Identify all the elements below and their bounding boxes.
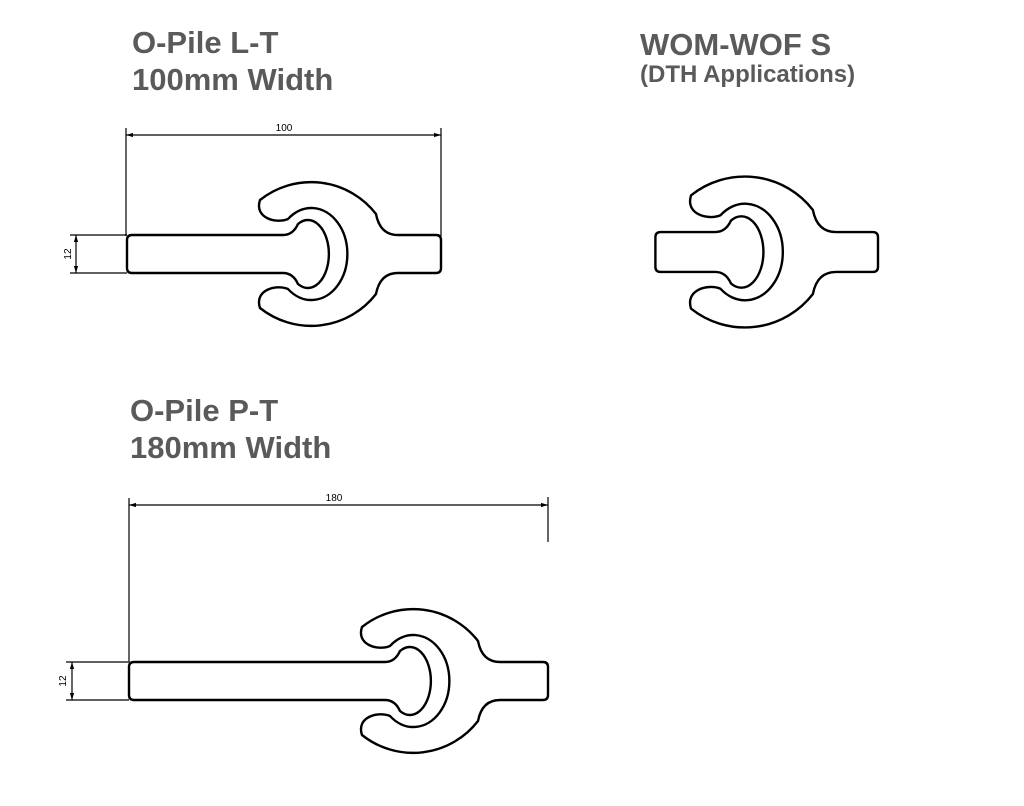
dimension-width-100 (125, 128, 442, 236)
dimension-label: 12 (63, 248, 74, 260)
dimension-label: 100 (276, 123, 293, 134)
profile-width-label: 100mm Width (132, 62, 334, 98)
socket-c-outline (361, 609, 548, 753)
bar-bulb-outline (655, 216, 763, 287)
profile-width-label: 180mm Width (130, 430, 332, 466)
profile-name: O-Pile P-T (130, 393, 279, 428)
profile-shape-wom (655, 177, 878, 328)
profile-title-wom: WOM-WOF S (DTH Applications) (640, 26, 855, 90)
dimension-label: 12 (58, 675, 69, 687)
profile-shape-olt (127, 182, 441, 326)
profile-title-olt: O-Pile L-T 100mm Width (132, 24, 333, 98)
profile-name: WOM-WOF S (640, 27, 832, 62)
profile-application-label: (DTH Applications) (640, 61, 856, 89)
bar-bulb-outline (127, 220, 329, 288)
bar-bulb-outline (129, 647, 431, 715)
profile-title-opt: O-Pile P-T 180mm Width (130, 392, 331, 466)
dimension-width-180 (128, 497, 549, 662)
profile-shape-opt (129, 609, 548, 753)
profile-name: O-Pile L-T (132, 25, 279, 60)
socket-c-outline (690, 177, 878, 328)
socket-c-outline (259, 182, 441, 326)
dimension-height-12 (70, 234, 127, 274)
dimension-label: 180 (326, 493, 343, 504)
dimension-height-12 (66, 661, 129, 701)
